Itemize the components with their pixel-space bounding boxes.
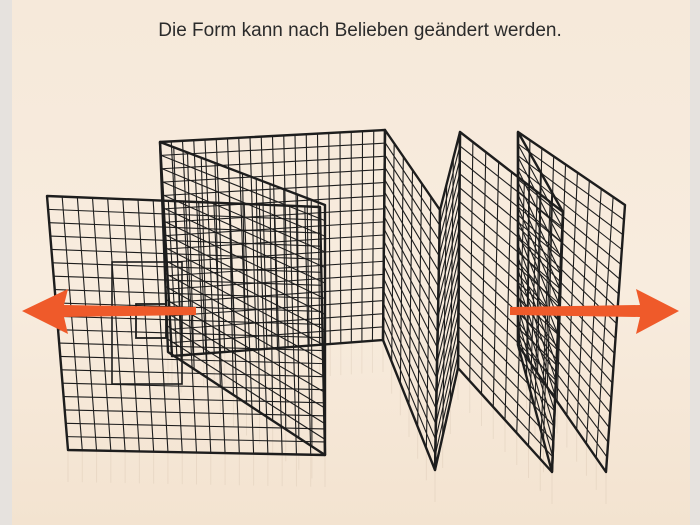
panel-fold-4 (516, 130, 565, 474)
panel-back-left (158, 128, 387, 358)
arrow-right-icon (510, 289, 679, 334)
playpen-panels (45, 128, 627, 474)
panel-fold-1 (381, 128, 442, 472)
left-border (0, 0, 12, 525)
panel-end-right (516, 130, 627, 474)
door-latch (111, 261, 183, 385)
panel-front-door (45, 194, 327, 457)
panel-fold-2 (433, 130, 462, 472)
subtitle: Die Form kann nach Belieben geändert wer… (158, 20, 562, 41)
latch (135, 303, 167, 339)
arrow-left-icon (22, 289, 196, 334)
right-border (690, 0, 700, 525)
door-frame (111, 261, 183, 385)
